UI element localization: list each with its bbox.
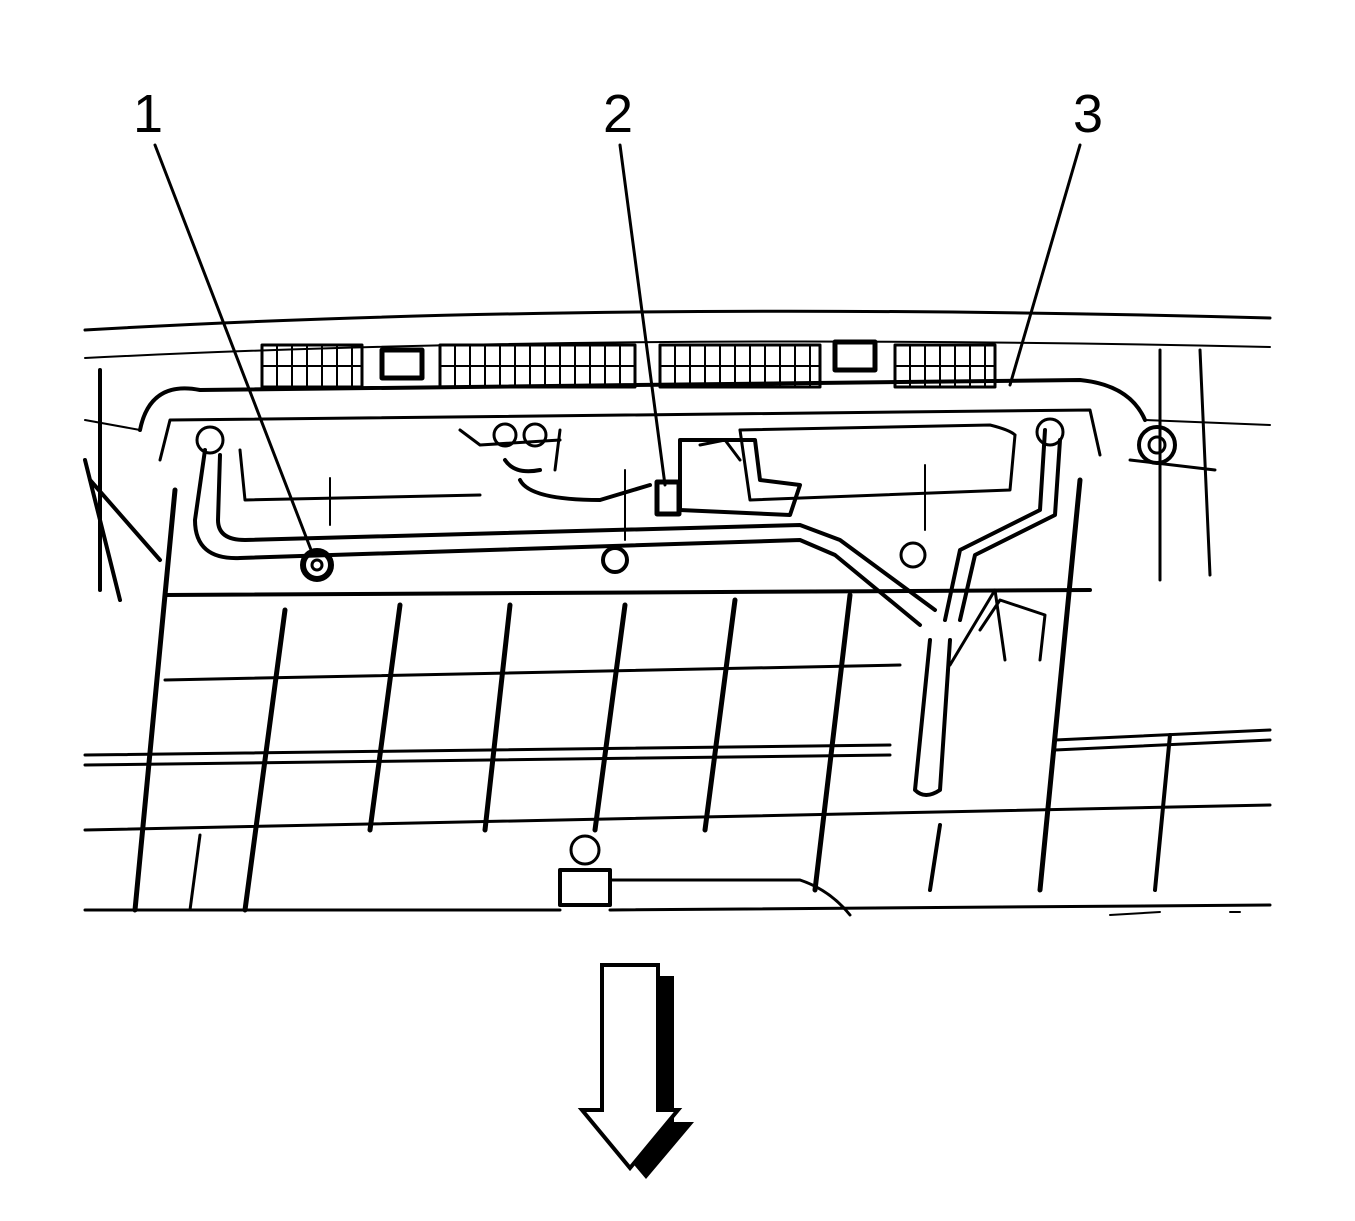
callout-2: 2 — [603, 84, 633, 144]
leader-line-2 — [618, 143, 667, 487]
vent-grille — [260, 339, 997, 389]
callout-3: 3 — [1073, 84, 1103, 144]
down-arrow-icon — [577, 963, 694, 1179]
leader-lines — [153, 143, 1082, 557]
upper-panel — [83, 309, 1272, 462]
washer-hose — [193, 417, 1065, 797]
callout-1: 1 — [133, 84, 163, 144]
electrical-connector — [654, 438, 802, 517]
lower-frame — [83, 477, 1272, 917]
fasteners — [300, 541, 927, 907]
leader-line-1 — [153, 143, 315, 557]
side-brackets — [83, 348, 1217, 602]
lamp-housing — [238, 423, 1017, 541]
leader-line-3 — [1008, 143, 1082, 387]
